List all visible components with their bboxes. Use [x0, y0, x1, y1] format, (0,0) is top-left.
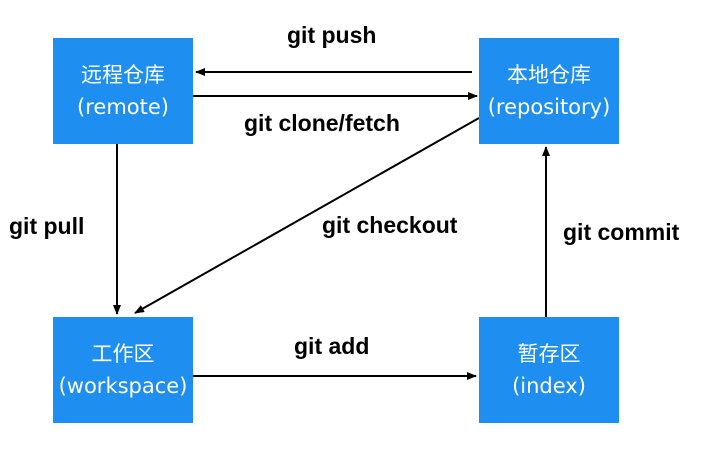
node-remote-subtitle: (remote)	[77, 95, 169, 119]
node-remote: 远程仓库 (remote)	[53, 38, 193, 144]
node-workspace-subtitle: (workspace)	[58, 374, 188, 398]
node-index: 暂存区 (index)	[479, 317, 619, 423]
node-index-subtitle: (index)	[512, 374, 586, 398]
arrow-checkout	[134, 117, 480, 314]
node-index-title: 暂存区	[517, 342, 581, 366]
edge-label-clone-fetch: git clone/fetch	[244, 110, 400, 136]
edge-label-add: git add	[294, 333, 370, 359]
node-remote-title: 远程仓库	[81, 63, 165, 87]
node-local-title: 本地仓库	[507, 63, 591, 87]
node-workspace-title: 工作区	[91, 342, 155, 366]
node-local-subtitle: (repository)	[487, 95, 611, 119]
edge-label-commit: git commit	[563, 219, 680, 245]
edge-label-pull: git pull	[9, 213, 85, 239]
node-workspace: 工作区 (workspace)	[53, 317, 193, 423]
edge-label-push: git push	[287, 22, 377, 48]
node-local: 本地仓库 (repository)	[479, 38, 619, 144]
edge-label-checkout: git checkout	[322, 212, 458, 238]
